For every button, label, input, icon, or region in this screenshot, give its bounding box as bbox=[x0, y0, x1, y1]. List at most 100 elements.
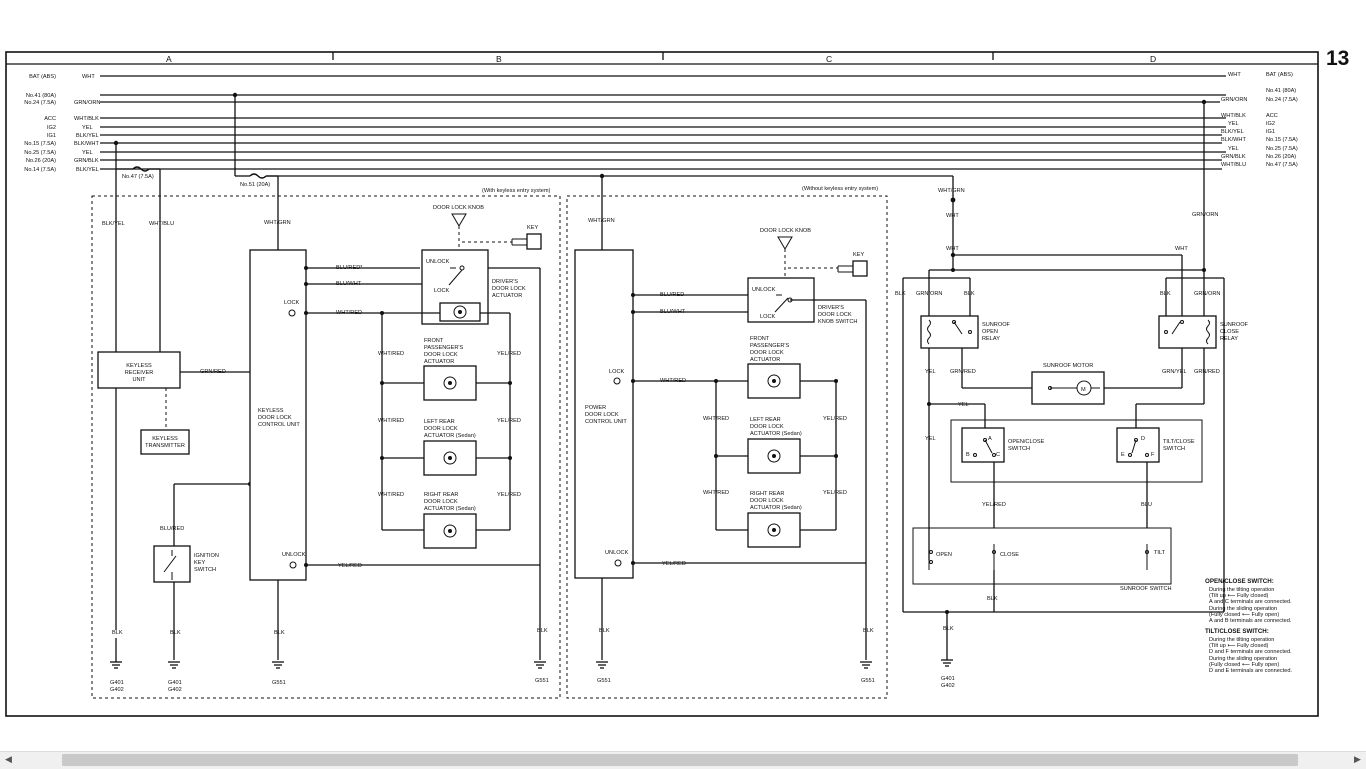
note-line: During the tilting operation bbox=[1209, 587, 1274, 593]
scroll-right-arrow-icon[interactable]: ▶ bbox=[1354, 755, 1361, 765]
component-label: PASSENGER'S bbox=[750, 343, 789, 349]
horizontal-scrollbar[interactable]: ◀ ▶ bbox=[0, 751, 1366, 769]
component-label: PASSENGER'S bbox=[424, 345, 463, 351]
scroll-left-arrow-icon[interactable]: ◀ bbox=[5, 755, 12, 765]
fuse-label-no47: No.47 (7.5A) bbox=[122, 174, 154, 180]
right-wire: BLK/WHT bbox=[1221, 137, 1246, 143]
sunroof-close-relay: SUNROOF CLOSE RELAY bbox=[1158, 315, 1249, 349]
left-rear-actuator: LEFT REAR DOOR LOCK ACTUATOR (Sedan) bbox=[423, 419, 477, 476]
right-source: No.15 (7.5A) bbox=[1266, 137, 1298, 143]
wire-label: BLK bbox=[112, 630, 123, 636]
note-line: D and E terminals are connected. bbox=[1209, 668, 1292, 674]
component-label: SWITCH bbox=[1008, 446, 1030, 452]
switch-position-label: OPEN bbox=[936, 552, 952, 558]
sunroof-switch: OPEN CLOSE TILT SUNROOF SWITCH bbox=[912, 527, 1172, 592]
wire-label: BLU bbox=[1141, 502, 1152, 508]
wiring-diagram: A B C D 13 BAT (ABS) WHT No.41 (80A) No.… bbox=[5, 47, 1349, 717]
right-source: IG2 bbox=[1266, 121, 1275, 127]
wire-label: WHT/BLU bbox=[149, 221, 174, 227]
component-label: KEYLESS bbox=[152, 436, 178, 442]
knob-arrow bbox=[777, 236, 793, 250]
component-label: DOOR LOCK bbox=[492, 286, 526, 292]
column-c-label: C bbox=[826, 54, 832, 64]
left-source: ACC bbox=[44, 116, 56, 122]
note-line: During the tilting operation bbox=[1209, 637, 1274, 643]
component-label: RELAY bbox=[982, 336, 1000, 342]
component-label: SUNROOF MOTOR bbox=[1043, 363, 1093, 369]
component-label: TRANSMITTER bbox=[145, 443, 185, 449]
wire-label: GRN/RED bbox=[1194, 369, 1220, 375]
non-keyless-section-frame bbox=[566, 195, 888, 699]
component-label: DOOR LOCK bbox=[424, 426, 458, 432]
ground-label: G401 bbox=[168, 680, 182, 686]
right-wire: WHT/BLU bbox=[1221, 162, 1246, 168]
scrollbar-thumb[interactable] bbox=[62, 754, 1298, 766]
ground-g551-control: BLK G551 bbox=[272, 630, 286, 686]
wire-label: YEL/RED bbox=[662, 561, 686, 567]
wire-label: YEL/RED bbox=[823, 490, 847, 496]
terminal-label: E bbox=[1121, 452, 1125, 458]
right-source: No.24 (7.5A) bbox=[1266, 97, 1298, 103]
terminal-label: B bbox=[966, 452, 970, 458]
right-wire: YEL bbox=[1228, 121, 1239, 127]
component-label: KEYLESS bbox=[126, 363, 152, 369]
right-source: ACC bbox=[1266, 113, 1278, 119]
left-source: IG2 bbox=[47, 125, 56, 131]
ground-g551-c2: BLK G551 bbox=[860, 628, 875, 684]
wire-label: BLK bbox=[987, 596, 998, 602]
key-icon bbox=[852, 260, 868, 277]
door-lock-knob-label: DOOR LOCK KNOB bbox=[433, 205, 484, 211]
power-bus bbox=[100, 75, 1226, 170]
wire-label: BLK bbox=[537, 628, 548, 634]
wire-label: WHT/RED bbox=[660, 378, 686, 384]
left-wire: YEL bbox=[82, 125, 93, 131]
keyless-transmitter: KEYLESS TRANSMITTER bbox=[140, 429, 190, 455]
right-wire: GRN/ORN bbox=[1221, 97, 1247, 103]
left-source: No.41 (80A) bbox=[26, 93, 56, 99]
component-label: OPEN/CLOSE bbox=[1008, 439, 1045, 445]
wire-label: GRN/RED bbox=[200, 369, 226, 375]
component-label: SUNROOF SWITCH bbox=[1120, 586, 1172, 592]
wire-label: BLK bbox=[599, 628, 610, 634]
component-label: UNIT bbox=[132, 377, 146, 383]
ignition-key-switch: IGNITION KEY SWITCH bbox=[153, 545, 219, 583]
ground-label: G401 bbox=[941, 676, 955, 682]
component-label: LOCK bbox=[760, 314, 776, 320]
wire-label: WHT/RED bbox=[336, 310, 362, 316]
component-label: DOOR LOCK bbox=[585, 412, 619, 418]
left-wire: BLK/YEL bbox=[76, 167, 99, 173]
wire-label: WHT/RED bbox=[703, 416, 729, 422]
component-label: RIGHT REAR bbox=[424, 492, 458, 498]
component-label: DOOR LOCK bbox=[750, 424, 784, 430]
wire-label: YEL/RED bbox=[982, 502, 1006, 508]
left-source: IG1 bbox=[47, 133, 56, 139]
ground-label: G551 bbox=[535, 678, 549, 684]
wire-label: WHT bbox=[946, 246, 959, 252]
note-line: D and F terminals are connected. bbox=[1209, 649, 1292, 655]
wire-label: YEL/RED bbox=[497, 351, 521, 357]
open-close-switch: A B C OPEN/CLOSE SWITCH bbox=[961, 427, 1045, 463]
right-feed-labels: WHT BAT (ABS) No.41 (80A) GRN/ORN No.24 … bbox=[1221, 72, 1298, 168]
component-label: KEY bbox=[194, 560, 205, 566]
component-label: ACTUATOR bbox=[750, 357, 780, 363]
keyless-receiver-unit: KEYLESS RECEIVER UNIT bbox=[97, 351, 181, 389]
left-wire: GRN/ORN bbox=[74, 100, 100, 106]
right-source: No.47 (7.5A) bbox=[1266, 162, 1298, 168]
left-wire: BLK/WHT bbox=[74, 141, 99, 147]
component-label: TILT/CLOSE bbox=[1163, 439, 1195, 445]
ground-g401-g402-d: BLK G401 G402 bbox=[941, 626, 955, 689]
wire-label: YEL bbox=[958, 402, 969, 408]
ground-g551-c1: BLK G551 bbox=[596, 628, 611, 684]
component-label: IGNITION bbox=[194, 553, 219, 559]
switch-position-label: TILT bbox=[1154, 550, 1166, 556]
terminal-label: UNLOCK bbox=[282, 552, 306, 558]
component-label: ACTUATOR (Sedan) bbox=[424, 506, 476, 512]
wire-label: BLU/WHT bbox=[336, 281, 362, 287]
page-frame bbox=[5, 51, 1319, 717]
column-d-label: D bbox=[1150, 54, 1156, 64]
note-line: (Tilt up ⟵ Fully closed) bbox=[1209, 643, 1269, 649]
ground-label: G401 bbox=[110, 680, 124, 686]
right-wire: WHT/BLK bbox=[1221, 113, 1246, 119]
wire-label: YEL/RED bbox=[338, 563, 362, 569]
component-label: CLOSE bbox=[1220, 329, 1239, 335]
